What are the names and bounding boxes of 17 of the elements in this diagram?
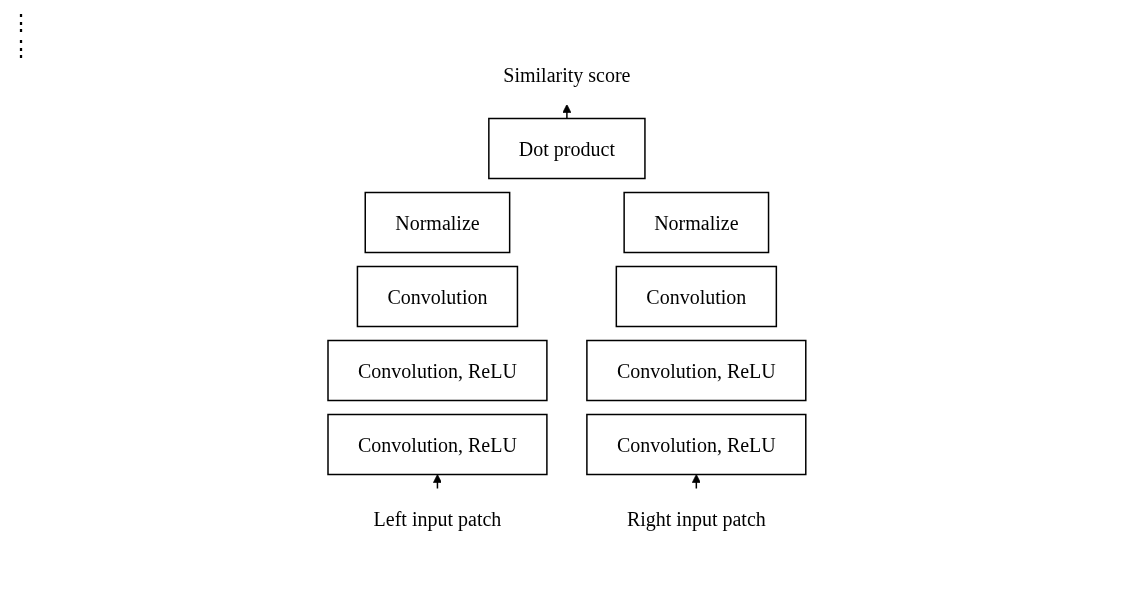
ellipsis-dots: ⋮: [10, 36, 32, 62]
node-text: Right input patch: [626, 507, 766, 530]
node-text: Similarity score: [502, 63, 631, 86]
node-box: Normalize: [364, 191, 510, 254]
node-box: Convolution: [615, 265, 777, 328]
arrow: [432, 474, 442, 490]
node-box: Convolution, ReLU: [585, 339, 807, 402]
node-box: Normalize: [623, 191, 769, 254]
arrow: [562, 104, 571, 120]
node-box: Dot product: [487, 117, 646, 180]
arrow: [691, 474, 701, 490]
node-text: Left input patch: [373, 507, 501, 530]
ellipsis-dots: ⋮: [10, 10, 32, 36]
node-box: Convolution, ReLU: [326, 339, 548, 402]
node-box: Convolution: [356, 265, 518, 328]
node-box: Convolution, ReLU: [585, 413, 807, 476]
node-box: Convolution, ReLU: [326, 413, 548, 476]
